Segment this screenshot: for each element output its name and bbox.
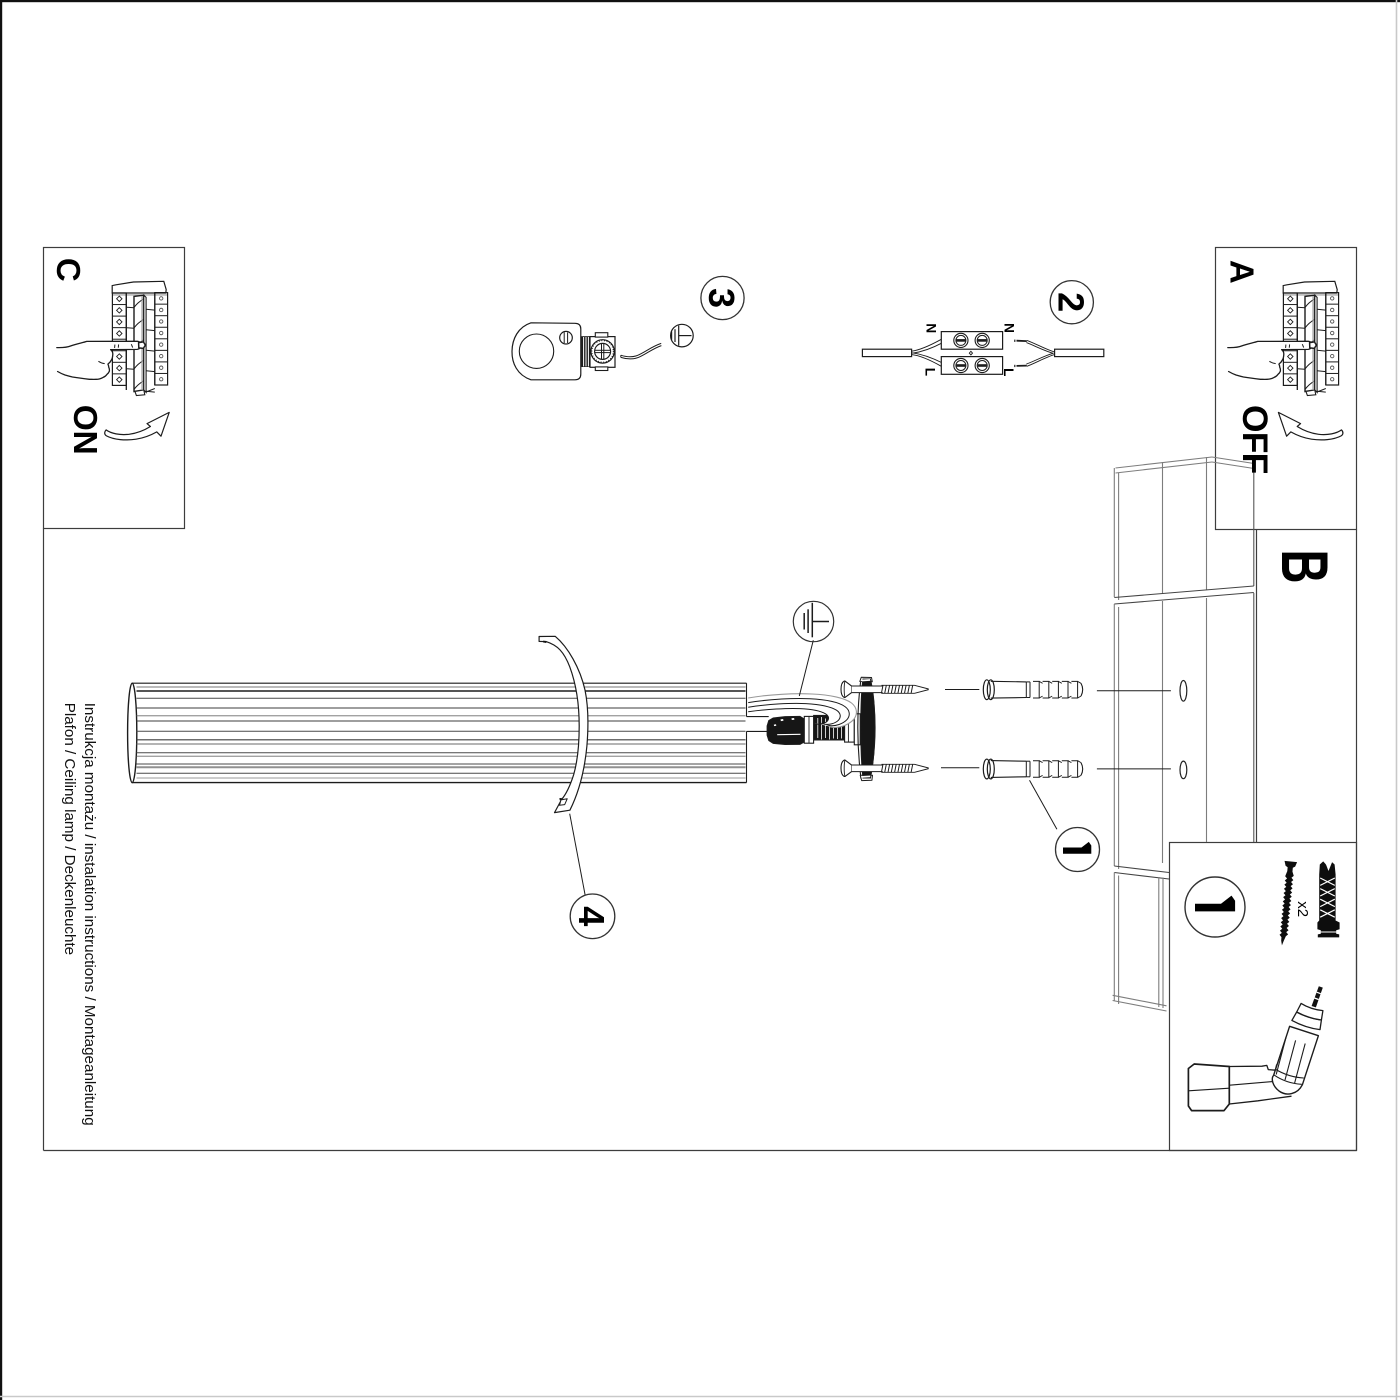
svg-text:3: 3: [701, 288, 742, 308]
svg-text:4: 4: [571, 906, 612, 926]
svg-text:A: A: [1223, 260, 1260, 284]
svg-text:L: L: [1001, 368, 1016, 376]
svg-text:B: B: [1267, 549, 1341, 583]
svg-text:N: N: [924, 323, 939, 333]
svg-text:x2: x2: [1294, 901, 1311, 917]
svg-text:L: L: [922, 368, 937, 376]
svg-text:C: C: [50, 258, 87, 282]
svg-text:OFF: OFF: [1235, 405, 1275, 474]
svg-text:Plafon / Ceiling lamp / Decken: Plafon / Ceiling lamp / Deckenleuchte: [61, 703, 78, 955]
svg-text:ON: ON: [66, 405, 103, 454]
svg-text:N: N: [1002, 323, 1017, 333]
svg-text:Instrukcja montażu / instalati: Instrukcja montażu / instalation instruc…: [81, 703, 98, 1126]
svg-text:2: 2: [1050, 292, 1091, 312]
